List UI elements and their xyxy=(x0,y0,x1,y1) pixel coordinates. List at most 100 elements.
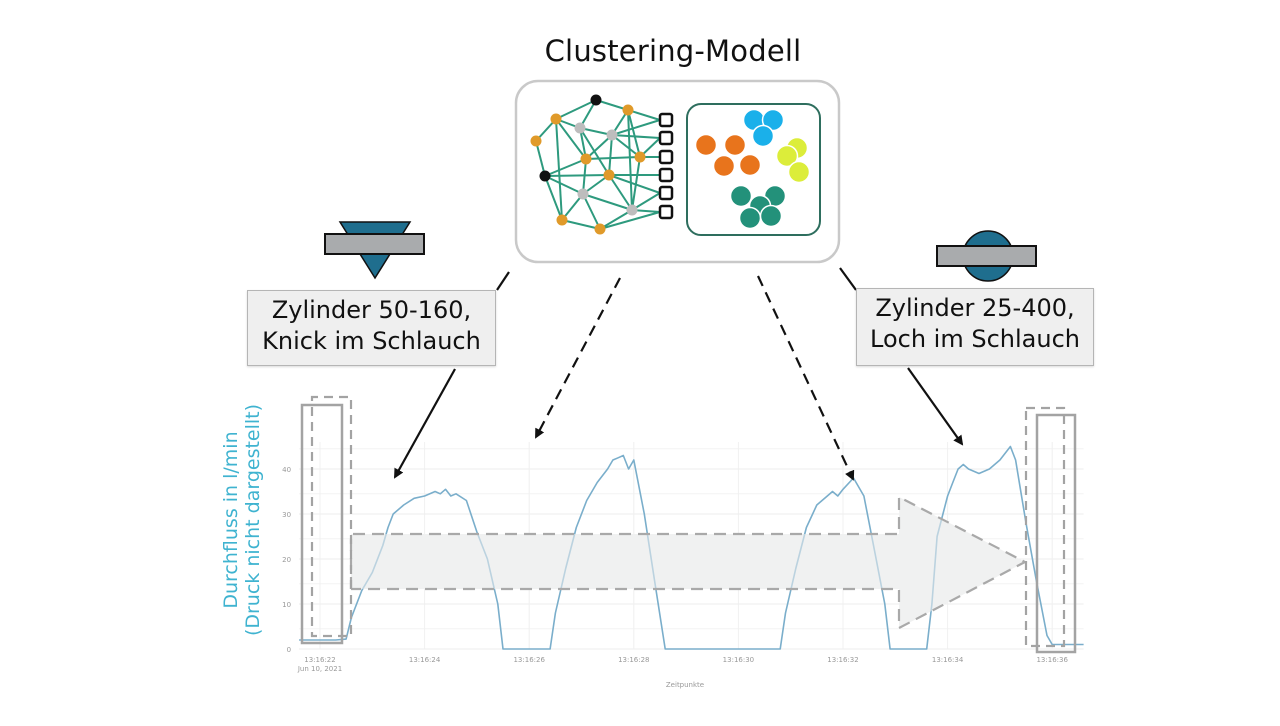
y-tick-label: 20 xyxy=(282,556,291,564)
network-node xyxy=(590,94,602,106)
label-cylinder-25-400: Zylinder 25-400, Loch im Schlauch xyxy=(856,288,1094,366)
input-square xyxy=(658,167,674,183)
cluster-point xyxy=(738,153,762,177)
window-box-end-shifted xyxy=(1024,406,1066,648)
clusters-icon xyxy=(694,108,811,230)
network-node xyxy=(634,151,646,163)
network-edge xyxy=(595,99,629,111)
network-edge xyxy=(582,193,601,230)
network-edge xyxy=(608,134,613,176)
network-edge xyxy=(608,174,633,211)
network-edge xyxy=(555,118,587,160)
x-tick-label: 13:16:28 xyxy=(618,656,649,664)
x-tick-label: 13:16:32 xyxy=(827,656,858,664)
x-tick-label: 13:16:36 xyxy=(1036,656,1068,664)
y-tick-label: 10 xyxy=(282,601,291,609)
cluster-point xyxy=(751,124,775,148)
network-edge xyxy=(544,158,587,177)
network-node xyxy=(594,223,606,235)
cluster-point xyxy=(729,184,753,208)
diagram-title: Clustering-Modell xyxy=(544,34,802,68)
network-edge xyxy=(608,174,661,194)
network-edge xyxy=(561,219,601,230)
network-node xyxy=(577,188,589,200)
network-edge xyxy=(611,119,661,136)
network-edge xyxy=(627,109,641,158)
network-edge xyxy=(535,140,546,177)
cluster-point xyxy=(712,154,736,178)
arrow-left-dashed xyxy=(535,277,621,439)
network-edge xyxy=(544,174,610,177)
label-right-line1: Zylinder 25-400, xyxy=(875,294,1075,322)
network-edge xyxy=(627,109,661,121)
network-edge xyxy=(611,134,641,158)
window-box-start-shifted xyxy=(310,395,353,638)
network-edge xyxy=(611,134,661,139)
label-right-line2: Loch im Schlauch xyxy=(870,325,1080,353)
network-node xyxy=(574,122,586,134)
cluster-point xyxy=(738,206,762,230)
input-square xyxy=(658,149,674,165)
connector-left xyxy=(496,271,510,291)
network-node xyxy=(530,135,542,147)
network-edge xyxy=(599,209,633,230)
y-tick-label: 30 xyxy=(282,511,291,519)
cluster-point xyxy=(694,133,718,157)
cluster-point xyxy=(723,133,747,157)
y-axis-title-line1: Durchfluss in l/min xyxy=(220,431,242,609)
cluster-point xyxy=(787,160,811,184)
cluster-point xyxy=(761,108,785,132)
network-edge xyxy=(555,99,597,120)
sliding-window-arrow xyxy=(349,495,1028,630)
network-node xyxy=(606,129,618,141)
label-cylinder-50-160: Zylinder 50-160, Knick im Schlauch xyxy=(247,290,496,366)
check-valve-symbol-icon xyxy=(324,221,425,280)
window-box-start xyxy=(300,403,344,645)
input-squares-icon xyxy=(658,112,674,220)
connector-right xyxy=(839,267,857,291)
network-node xyxy=(550,113,562,125)
network-node xyxy=(556,214,568,226)
network-edge xyxy=(585,134,613,160)
network-node xyxy=(603,169,615,181)
x-tick-label: 13:16:34 xyxy=(932,656,964,664)
input-square xyxy=(658,112,674,128)
orifice-symbol-icon xyxy=(936,230,1037,282)
input-square xyxy=(658,185,674,201)
network-edge xyxy=(599,211,661,230)
arrow-right-dashed xyxy=(757,275,855,481)
x-tick-label: 13:16:24 xyxy=(409,656,441,664)
input-square xyxy=(658,204,674,220)
label-left-line2: Knick im Schlauch xyxy=(262,327,481,355)
network-node xyxy=(622,104,634,116)
arrow-right-solid xyxy=(907,367,964,446)
y-tick-label: 40 xyxy=(282,466,291,474)
x-tick-label: 13:16:30 xyxy=(723,656,754,664)
window-box-end xyxy=(1035,413,1077,654)
cluster-point xyxy=(775,144,799,168)
network-edge xyxy=(582,193,633,211)
neural-network-icon xyxy=(530,94,661,235)
network-node xyxy=(626,204,638,216)
network-edge xyxy=(544,175,563,221)
network-edge xyxy=(627,109,633,211)
network-edge xyxy=(561,193,584,221)
input-square xyxy=(658,130,674,146)
network-edge xyxy=(582,158,587,195)
x-tick-label: 13:16:26 xyxy=(513,656,545,664)
network-edge xyxy=(585,156,641,160)
network-node xyxy=(539,170,551,182)
x-axis-title: Zeitpunkte xyxy=(666,681,704,689)
cluster-point xyxy=(759,204,783,228)
label-left-line1: Zylinder 50-160, xyxy=(271,296,472,324)
x-tick-label: 13:16:22 xyxy=(304,656,335,664)
x-tick-sublabel: Jun 10, 2021 xyxy=(297,665,342,673)
network-edge xyxy=(544,175,584,195)
network-node xyxy=(580,153,592,165)
y-tick-label: 0 xyxy=(287,646,291,654)
arrow-left-solid xyxy=(394,368,456,479)
y-axis-title-line2: (Druck nicht dargestellt) xyxy=(242,403,264,637)
